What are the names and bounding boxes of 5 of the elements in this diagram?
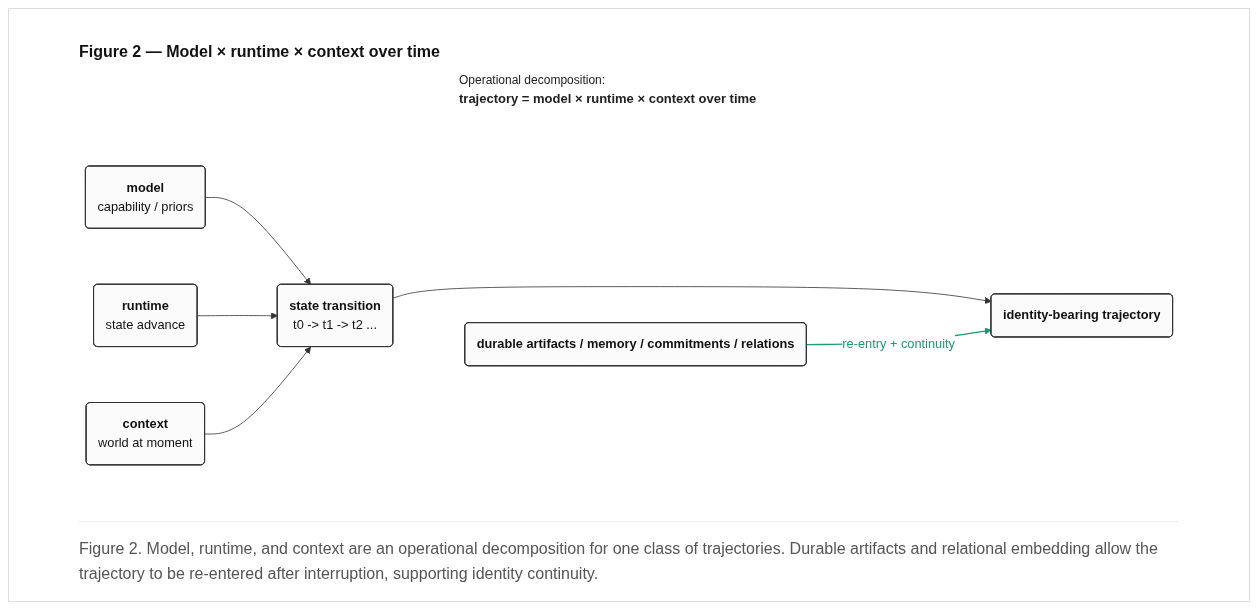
figure-caption: Figure 2. Model, runtime, and context are an operational decomposition for one class of trajectories. Durable artifacts and relational embedding allow the trajectory to be re-entered after interruption, supporting identity continuity. xyxy=(79,520,1179,587)
figure-title: Figure 2 — Model × runtime × context over time xyxy=(79,43,441,61)
flow-diagram: re-entry + continuity model capability / priors runtime state advance context world at moment state transition t0 -> t1 -> t2 ... identity-bearing trajectory durable artifacts / memory / commitments / relations xyxy=(79,110,1179,521)
note-text: Operational decomposition: xyxy=(459,73,607,87)
note-text: trajectory = model × runtime × context over time xyxy=(459,91,758,106)
